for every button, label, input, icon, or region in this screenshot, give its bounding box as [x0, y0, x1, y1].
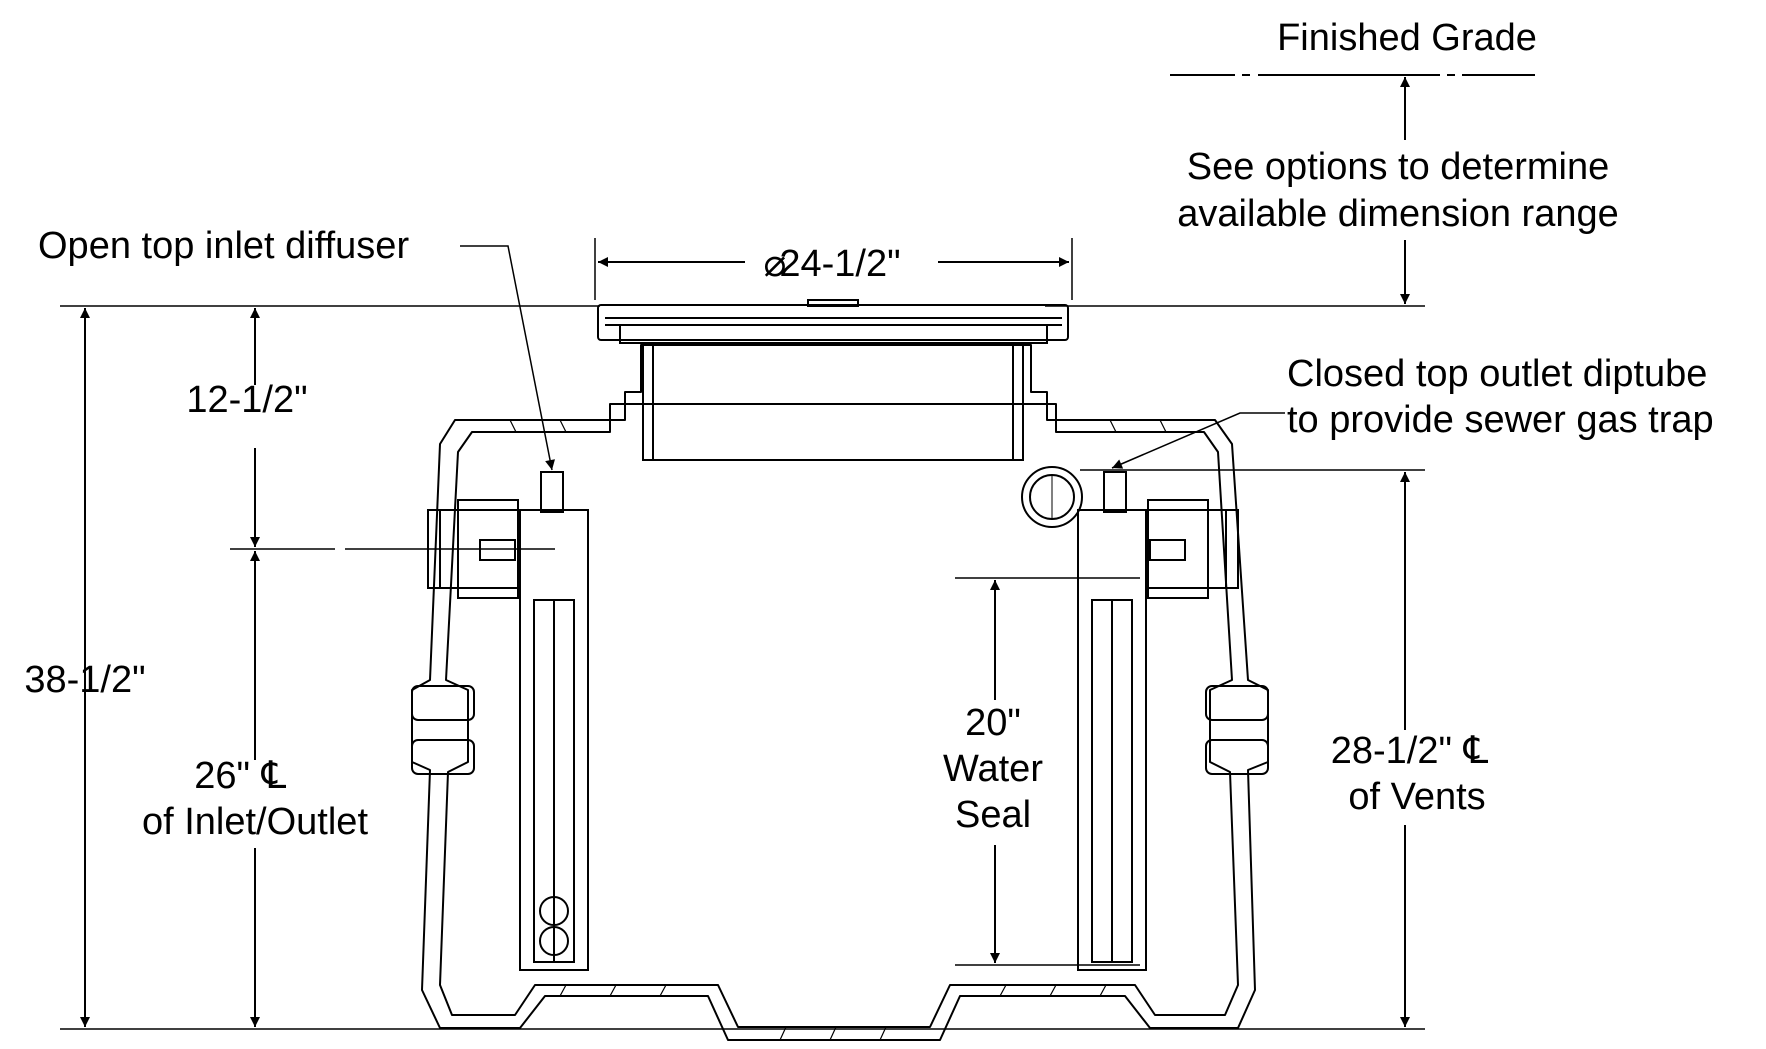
dim-top-to-centerline: 12-1/2"	[186, 379, 307, 421]
dim-vents-label: of Vents	[1348, 776, 1485, 818]
vent-port	[1021, 466, 1083, 528]
inlet-diffuser-label: Open top inlet diffuser	[38, 225, 409, 267]
dim-water-seal-word1: Water	[943, 748, 1043, 790]
leader-lines	[460, 245, 1285, 471]
dim-water-seal-word2: Seal	[955, 794, 1031, 836]
centerline-symbol-inlet: ℄	[261, 755, 287, 797]
dimension-range-note-line1: See options to determine	[1187, 146, 1610, 188]
cover-and-riser	[597, 299, 1069, 461]
outlet-diptube-label-line1: Closed top outlet diptube	[1287, 353, 1707, 395]
reference-lines	[60, 238, 1425, 1030]
tank-body	[411, 344, 1269, 1041]
dimension-range-note-line2: available dimension range	[1177, 193, 1619, 235]
side-notches	[411, 685, 1269, 775]
dimension-lines	[80, 77, 1410, 1027]
diameter-label: 24-1/2"	[779, 243, 900, 285]
inlet-diffuser	[519, 471, 589, 971]
dim-overall-height: 38-1/2"	[24, 659, 145, 701]
diameter-symbol: ⌀	[764, 243, 787, 285]
centerline-symbol-vents: ℄	[1463, 730, 1489, 772]
dim-vents-value: 28-1/2"	[1331, 730, 1452, 772]
dim-inlet-outlet-value: 26"	[194, 755, 250, 797]
dim-water-seal-value: 20"	[965, 702, 1021, 744]
dim-inlet-outlet-label: of Inlet/Outlet	[142, 801, 368, 843]
outlet-diptube	[1077, 471, 1147, 971]
outlet-diptube-label-line2: to provide sewer gas trap	[1287, 399, 1714, 441]
finished-grade-label: Finished Grade	[1277, 17, 1537, 59]
